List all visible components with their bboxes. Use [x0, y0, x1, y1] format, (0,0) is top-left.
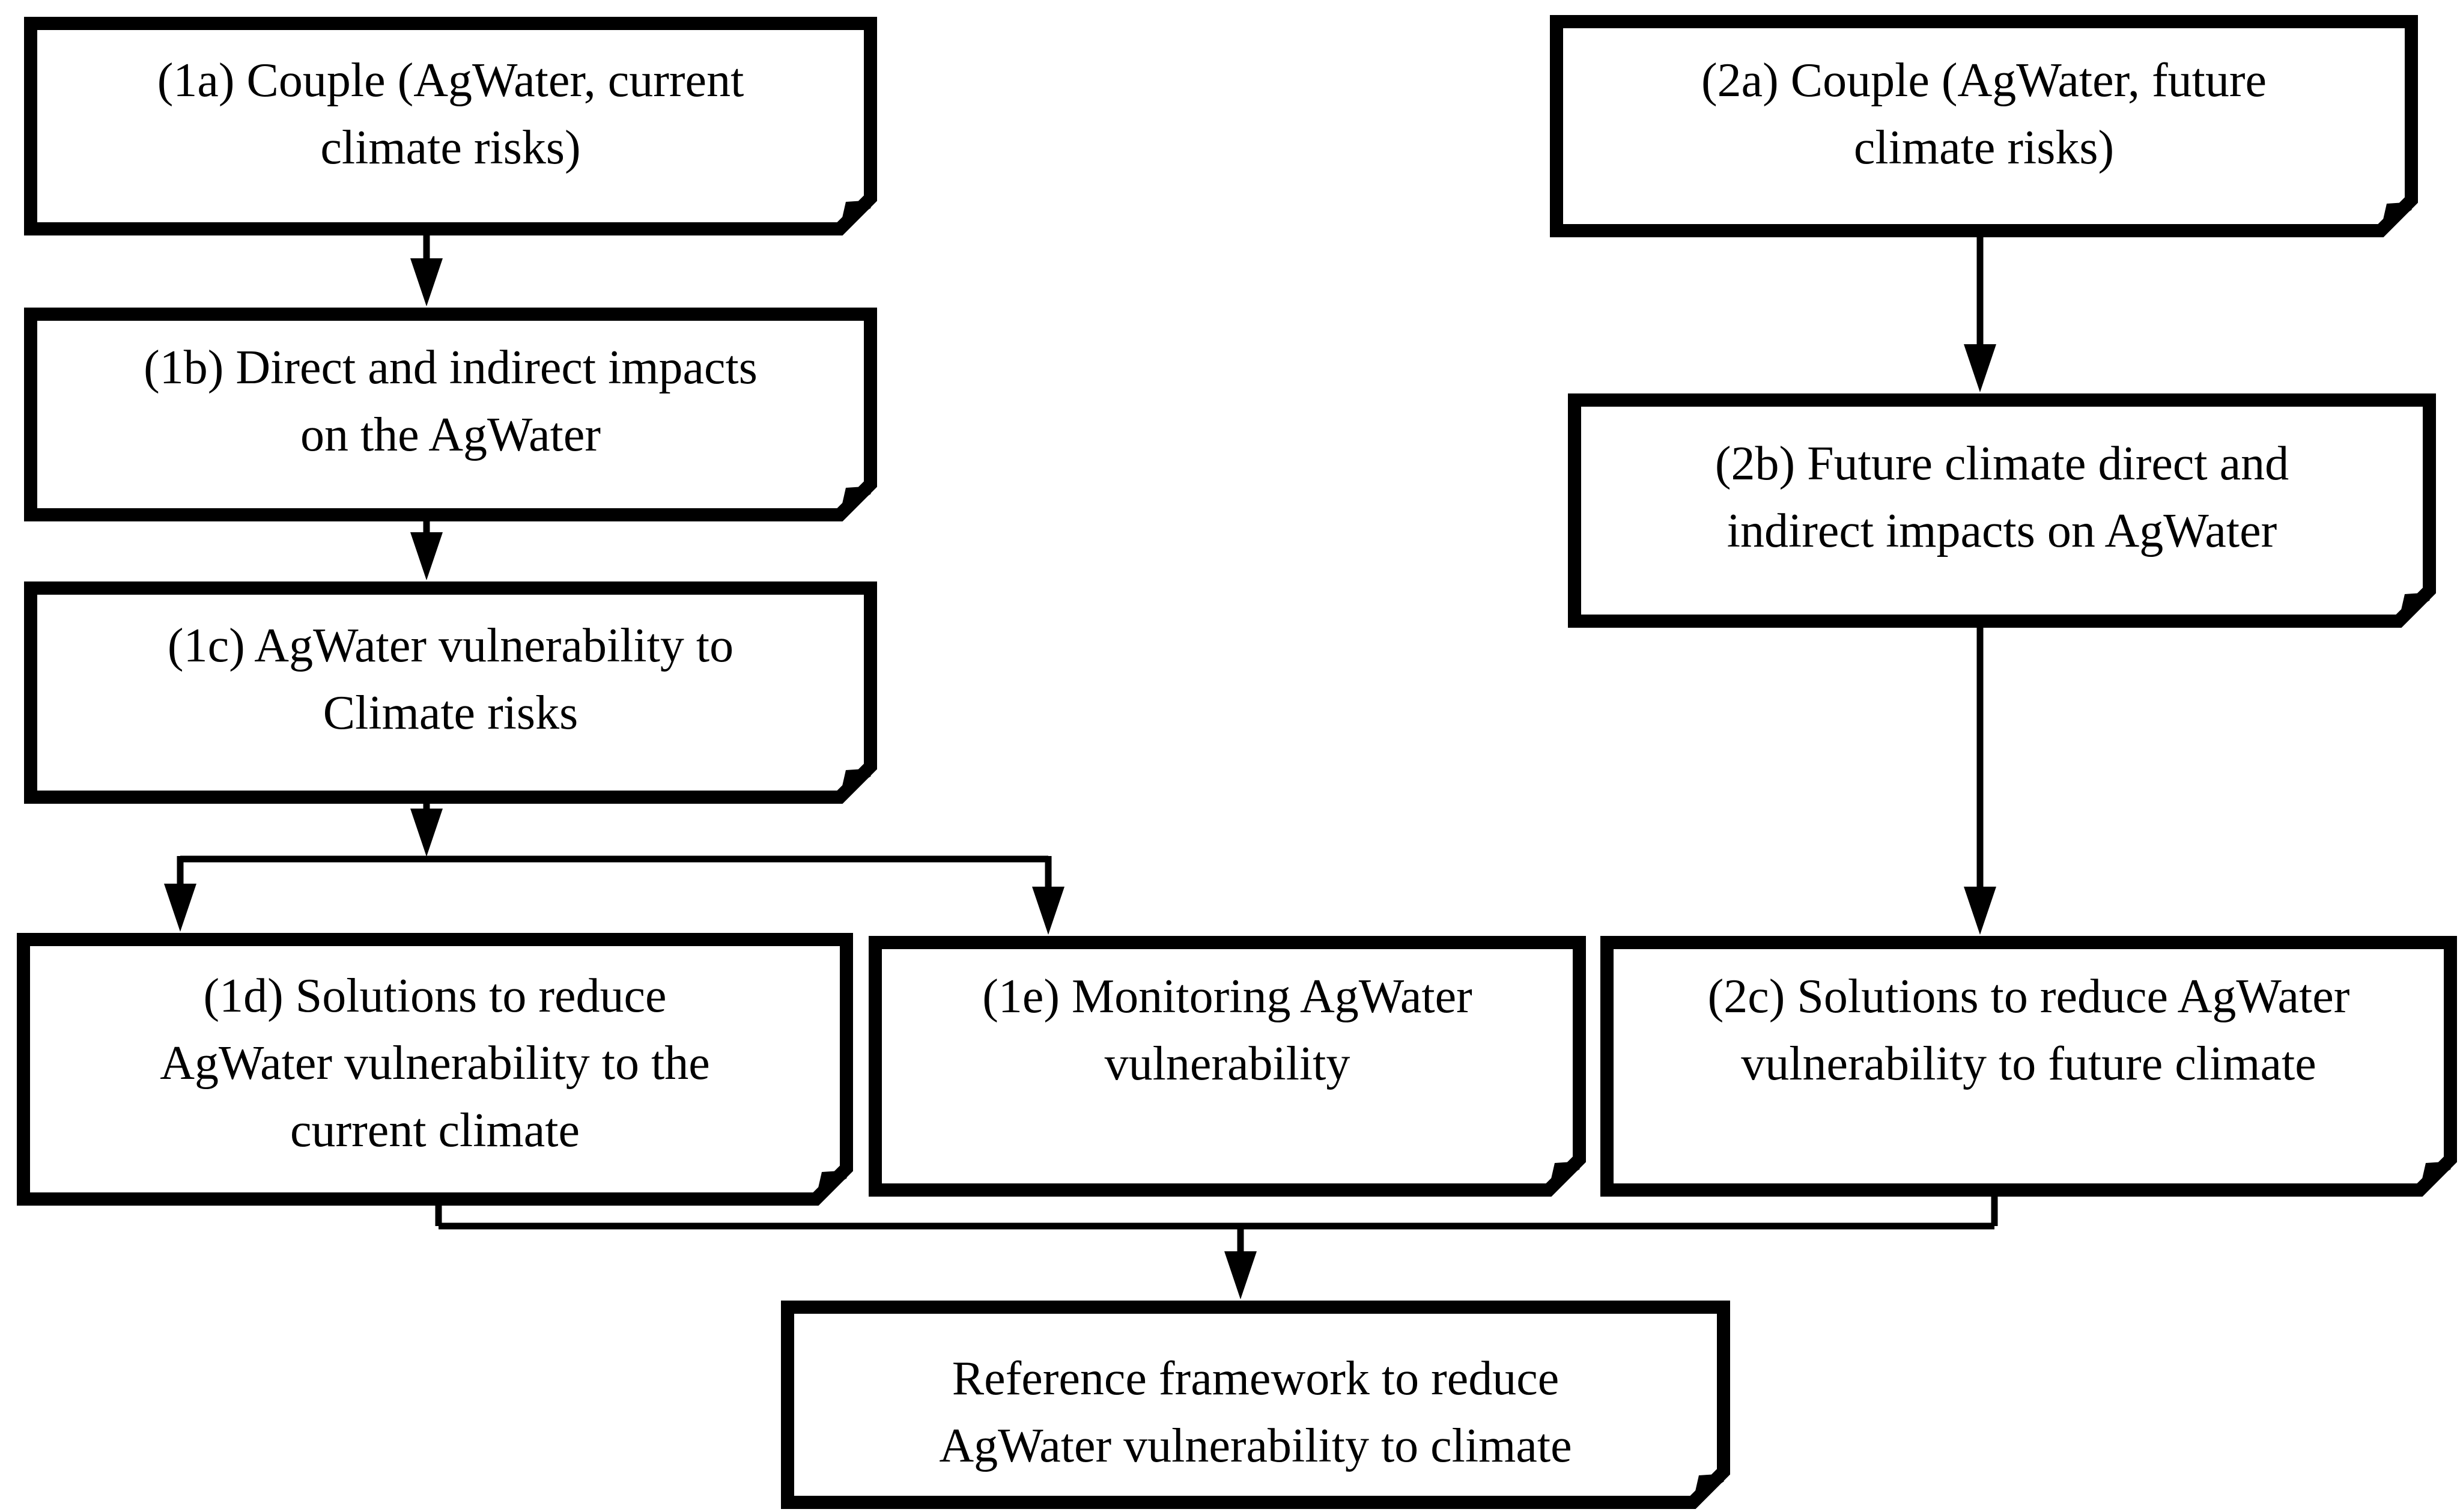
node-2c: (2c) Solutions to reduce AgWater vulnera…	[1707, 970, 2350, 1090]
node-outlines	[17, 15, 2457, 1509]
arrowhead-merge-to-ref	[1224, 1251, 1257, 1299]
arrowhead-1b-to-1c	[410, 532, 443, 580]
fold-corner-icon-1b	[840, 487, 871, 514]
connector-lines	[177, 235, 1998, 1258]
arrowhead-branch-to-1e	[1032, 887, 1064, 935]
fold-corner-icon-1e	[1549, 1162, 1580, 1189]
arrowhead-2b-to-2c	[1964, 887, 1996, 935]
arrowhead-branch-to-1d	[164, 884, 196, 932]
fold-corner-icon-1d	[816, 1171, 847, 1198]
fold-corner-icon-2b	[2399, 593, 2430, 621]
node-1a: (1a) Couple (AgWater, current climate ri…	[157, 54, 744, 174]
fold-corner-icon-2c	[2420, 1162, 2451, 1189]
node-2a: (2a) Couple (AgWater, future climate ris…	[1701, 54, 2267, 174]
fold-corner-icon-1c	[840, 769, 871, 797]
fold-corner-icon-1a	[840, 201, 871, 228]
node-1b: (1b) Direct and indirect impacts on the …	[144, 341, 758, 461]
arrowheads	[164, 258, 1996, 1299]
arrowhead-2a-to-2b	[1964, 344, 1996, 392]
node-1d: (1d) Solutions to reduce AgWater vulnera…	[160, 970, 710, 1157]
fold-corner-icon-2a	[2381, 202, 2412, 230]
node-2b: (2b) Future climate direct and indirect …	[1714, 437, 2289, 557]
arrowhead-1c-to-branch	[410, 809, 443, 857]
arrowhead-1a-to-1b	[410, 258, 443, 306]
node-1e: (1e) Monitoring AgWater vulnerability	[982, 970, 1472, 1090]
fold-corner-icon-ref	[1693, 1474, 1724, 1502]
node-1c: (1c) AgWater vulnerability to Climate ri…	[167, 619, 734, 739]
node-ref: Reference framework to reduce AgWater vu…	[939, 1352, 1572, 1472]
